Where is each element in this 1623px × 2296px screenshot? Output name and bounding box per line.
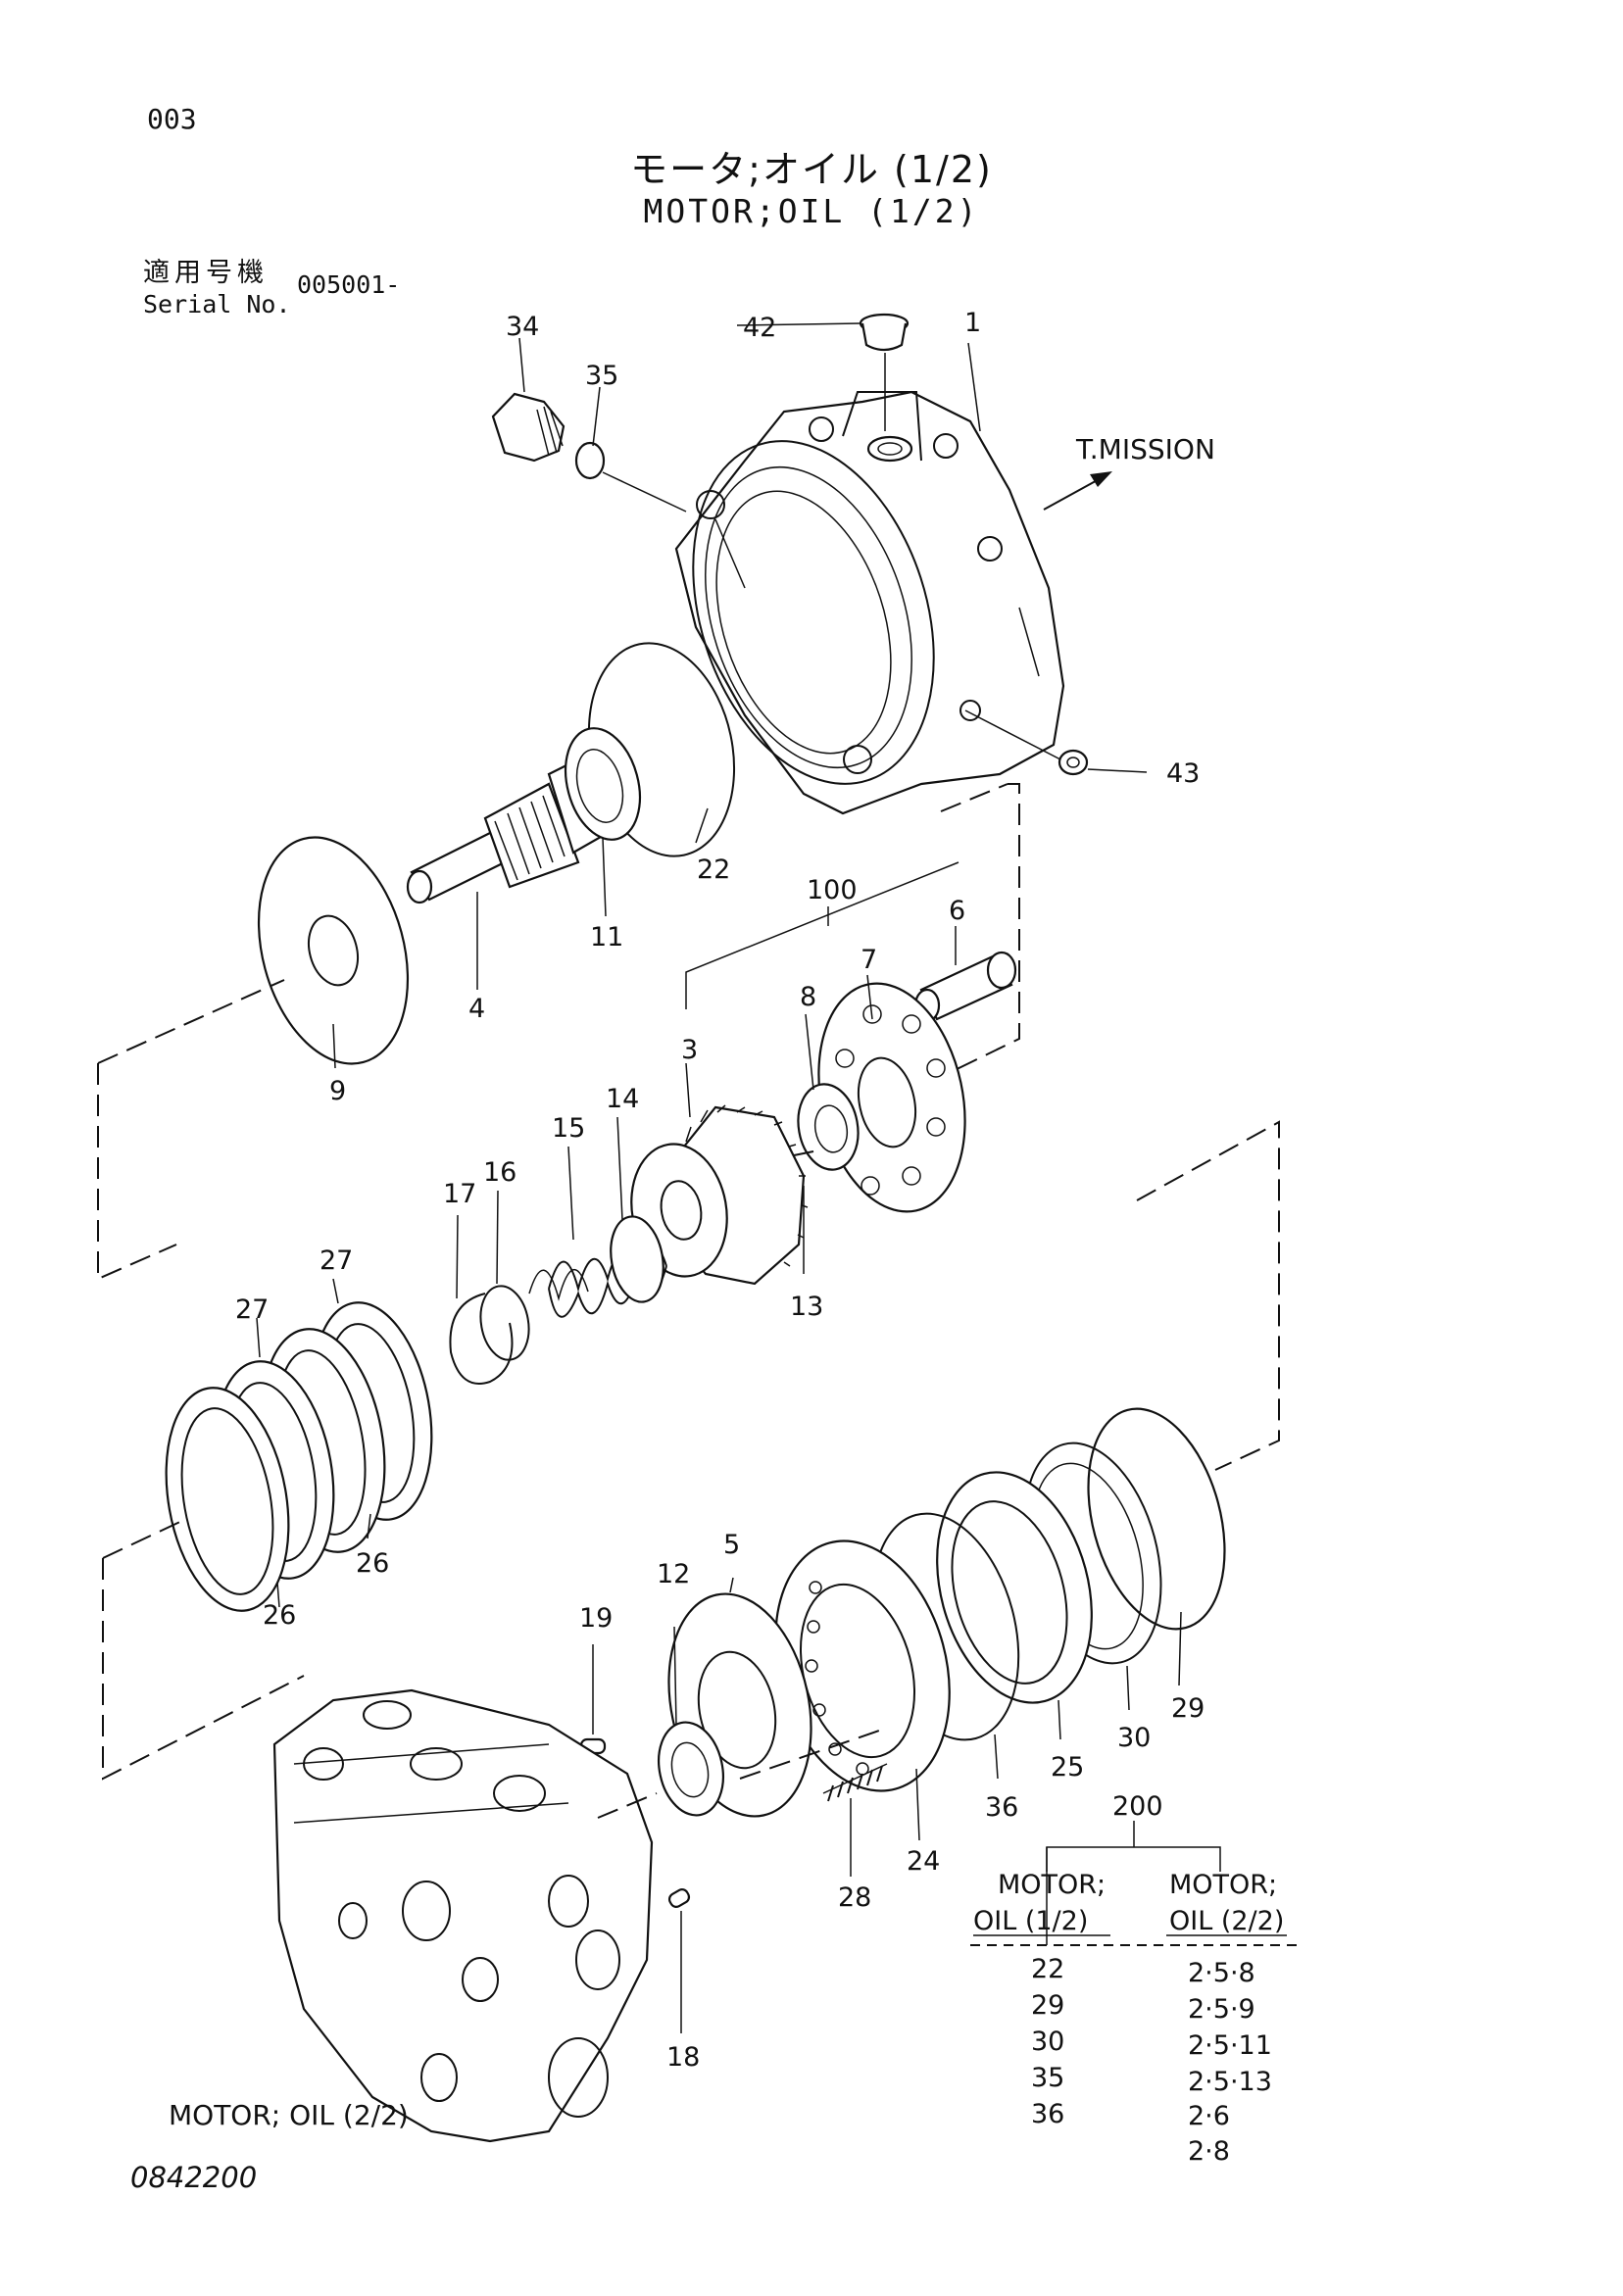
- page-number: 003: [147, 103, 197, 135]
- page-title-english: MOTOR;OIL (1/2): [643, 192, 980, 230]
- callout-16: 16: [483, 1157, 516, 1188]
- callout-22: 22: [697, 855, 730, 885]
- kit-col2-item: 2·5·13: [1188, 2067, 1272, 2097]
- callout-12: 12: [657, 1559, 690, 1589]
- callout-15: 15: [552, 1113, 585, 1144]
- callout-200: 200: [1112, 1791, 1163, 1822]
- callout-14: 14: [606, 1084, 639, 1114]
- callout-43: 43: [1166, 758, 1200, 789]
- pin-6-part: [913, 951, 1017, 1023]
- callout-8: 8: [800, 982, 816, 1012]
- kit-col2-item: 2·5·9: [1188, 1994, 1255, 2025]
- callout-4: 4: [468, 994, 485, 1024]
- kit-col1-item: 22: [1031, 1954, 1064, 1984]
- plate-26b-part: [165, 1387, 290, 1612]
- other-page-label: MOTOR; OIL (2/2): [169, 2099, 409, 2131]
- kit-col1-item: 36: [1031, 2099, 1064, 2129]
- callout-34: 34: [506, 312, 539, 342]
- kit-col2-header-line2: OIL (2/2): [1169, 1906, 1284, 1936]
- callout-7: 7: [861, 945, 877, 975]
- kit-col1-header-line1: MOTOR;: [998, 1870, 1106, 1900]
- piston-25-part: [936, 1471, 1093, 1704]
- callout-24: 24: [907, 1846, 940, 1877]
- leader-lines: [256, 322, 1221, 2033]
- transmission-label: T.MISSION: [1075, 433, 1215, 465]
- bearing-12-part: [658, 1721, 724, 1817]
- plug-43-part: [964, 709, 1089, 776]
- bearing-11-part: [565, 727, 641, 841]
- callout-100: 100: [807, 875, 858, 905]
- callout-1: 1: [964, 308, 981, 338]
- snap-ring-17-part: [449, 1293, 514, 1385]
- kit-col2-item: 2·5·11: [1188, 2030, 1272, 2061]
- transmission-direction-arrow: [1043, 471, 1112, 511]
- serial-range-value: 005001-: [297, 270, 401, 299]
- callout-35: 35: [585, 361, 618, 391]
- plate-9-part: [257, 836, 410, 1065]
- callout-3: 3: [681, 1035, 698, 1065]
- callout-28: 28: [838, 1882, 871, 1913]
- callout-26-upper: 26: [356, 1548, 389, 1579]
- callout-11: 11: [590, 922, 623, 953]
- callout-27-lower: 27: [235, 1295, 269, 1325]
- callout-17: 17: [443, 1179, 476, 1209]
- kit-col1-item: 29: [1031, 1990, 1064, 2021]
- callout-29: 29: [1171, 1693, 1205, 1724]
- kit-col2-item: 2·5·8: [1188, 1958, 1255, 1988]
- kit-200-table: MOTOR; OIL (1/2) MOTOR; OIL (2/2) 22 29 …: [970, 1870, 1299, 2167]
- motor-head-casting-part: [272, 1688, 654, 2143]
- page-title-japanese: モータ;オイル (1/2): [630, 148, 993, 191]
- callout-42: 42: [743, 313, 776, 343]
- callout-5: 5: [723, 1530, 740, 1560]
- serial-label-english: Serial No.: [143, 290, 291, 318]
- kit-col2-item: 2·8: [1188, 2136, 1230, 2167]
- document-code: 0842200: [130, 2161, 258, 2194]
- washer-14-part: [610, 1215, 664, 1303]
- o-ring-35-part: [574, 441, 606, 480]
- callout-13: 13: [790, 1292, 823, 1322]
- kit-col2-item: 2·6: [1188, 2101, 1230, 2131]
- motor-housing-part: [674, 390, 1065, 815]
- kit-col1-item: 30: [1031, 2027, 1064, 2057]
- bushing-8-part: [797, 1083, 860, 1171]
- callout-9: 9: [329, 1076, 346, 1106]
- o-ring-29-part: [1087, 1407, 1226, 1631]
- assembly-center-lines: [97, 783, 1280, 1819]
- callout-18: 18: [666, 2042, 700, 2073]
- washer-16-part: [479, 1285, 530, 1361]
- serial-label-japanese: 適用号機: [143, 258, 269, 288]
- callout-6: 6: [949, 896, 965, 926]
- kit-col1-item: 35: [1031, 2063, 1064, 2093]
- callout-19: 19: [579, 1603, 613, 1634]
- callout-labels: 42 1 34 35 43 22 11 4 9 100 6 7 8 3 14 1…: [235, 308, 1205, 2073]
- callout-27-upper: 27: [320, 1246, 353, 1276]
- kit-col1-header-line2: OIL (1/2): [973, 1906, 1088, 1936]
- callout-30: 30: [1117, 1723, 1151, 1753]
- callout-25: 25: [1051, 1752, 1084, 1783]
- kit-col2-header-line1: MOTOR;: [1169, 1870, 1277, 1900]
- spring-28-part: [822, 1763, 888, 1802]
- plug-34-part: [491, 392, 566, 463]
- callout-36: 36: [985, 1792, 1018, 1823]
- plug-42-part: [859, 313, 910, 431]
- callout-26-lower: 26: [263, 1600, 296, 1631]
- pin-18-part: [667, 1888, 691, 1908]
